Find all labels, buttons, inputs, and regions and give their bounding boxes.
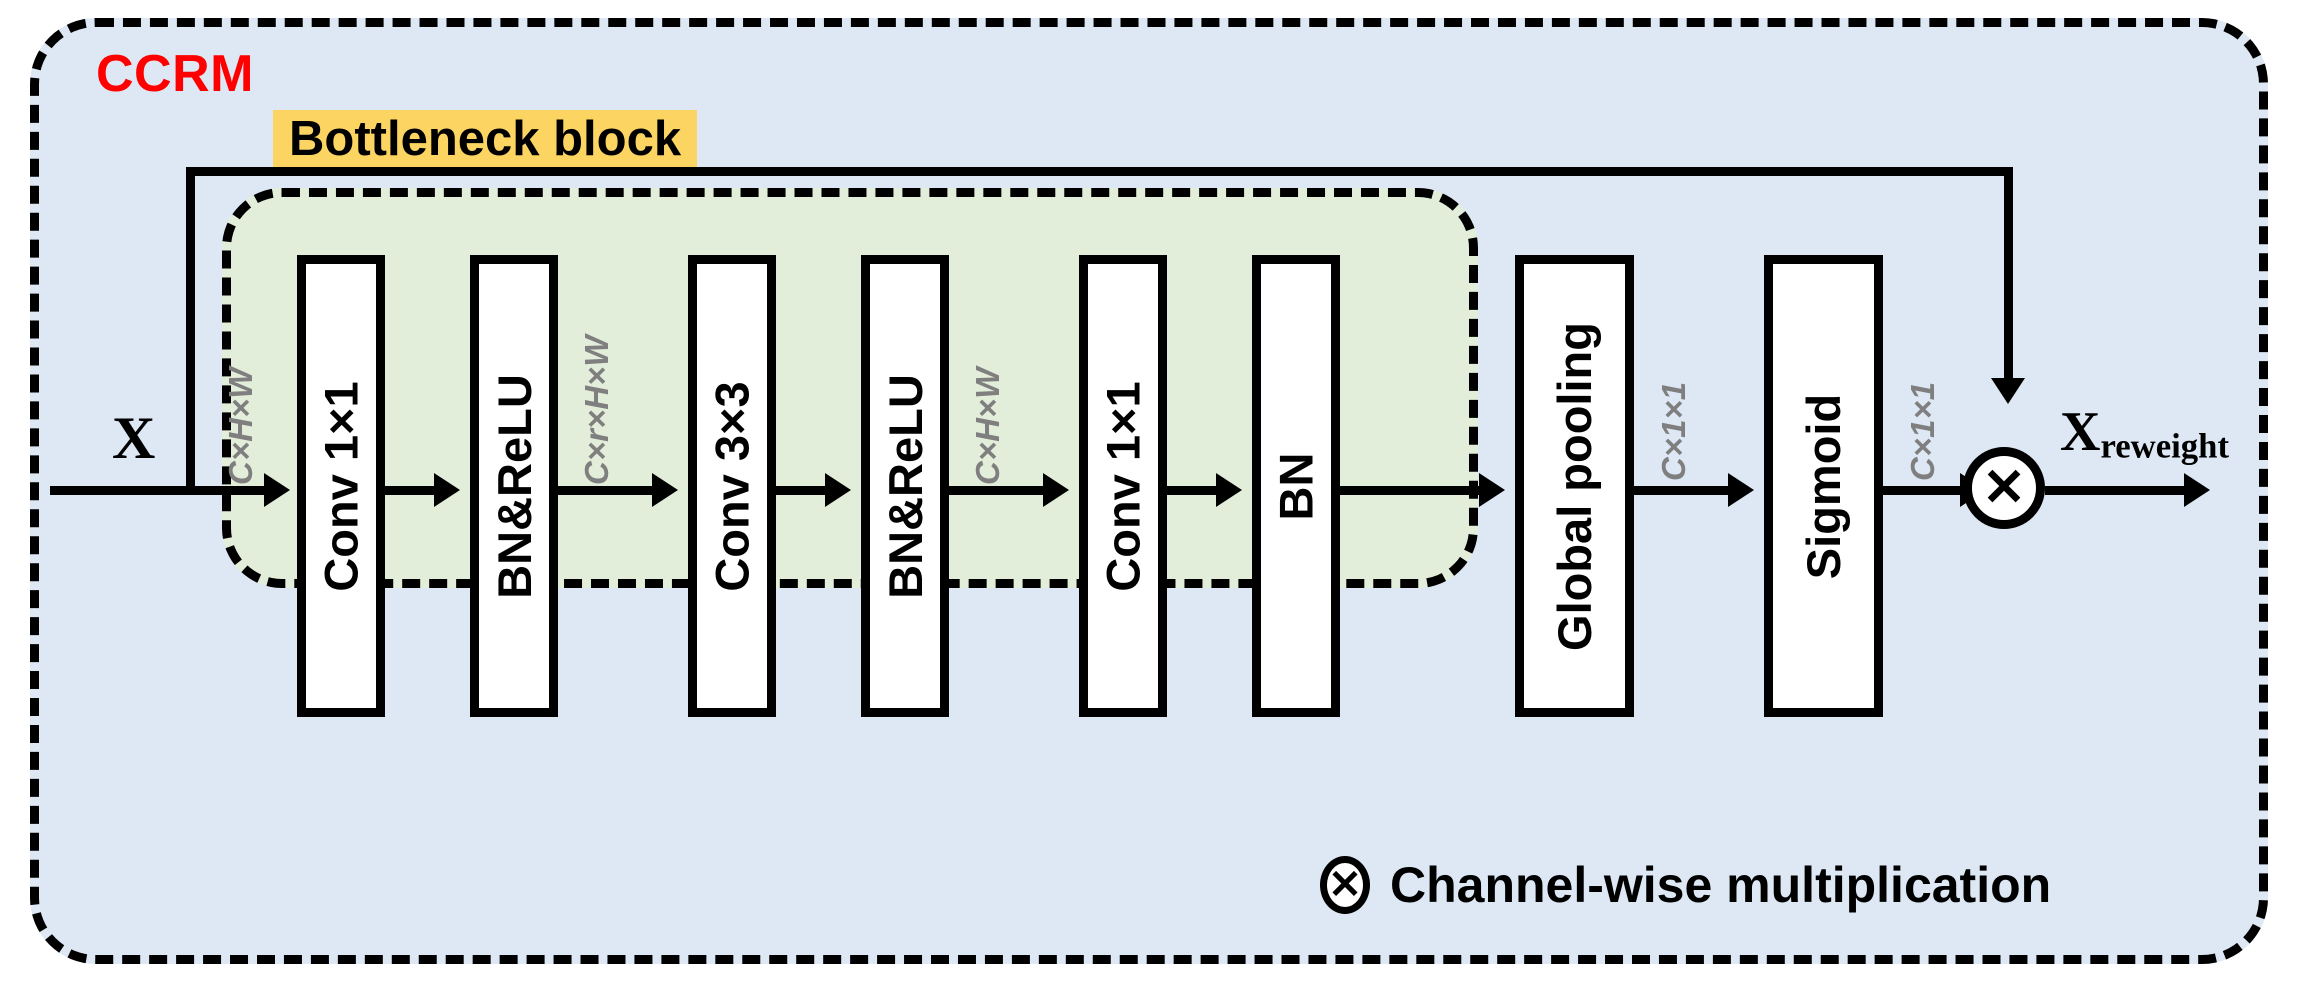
block-sigmoid: Sigmoid: [1764, 255, 1883, 717]
connector-3-arrowhead: [825, 473, 851, 507]
block-label: Global pooling: [1548, 321, 1601, 651]
connector-1: [385, 486, 440, 495]
block-label: BN&ReLU: [878, 373, 932, 599]
output-line: [2045, 486, 2190, 495]
connector-4: [949, 486, 1049, 495]
block-bn-relu-a: BN&ReLU: [470, 255, 558, 717]
connector-4-arrowhead: [1043, 473, 1069, 507]
connector-6: [1340, 486, 1485, 495]
block-label: Conv 3×3: [705, 380, 759, 592]
legend-multiply-icon: ✕: [1320, 856, 1370, 914]
input-arrowhead: [264, 473, 290, 507]
output-arrowhead: [2184, 473, 2210, 507]
connector-2: [558, 486, 658, 495]
output-label-subscript: reweight: [2100, 426, 2230, 466]
connector-1-arrowhead: [434, 473, 460, 507]
output-label: Xreweight: [2060, 404, 2229, 464]
block-bn-relu-b: BN&ReLU: [861, 255, 949, 717]
block-label: Conv 1×1: [1096, 380, 1150, 592]
block-label: Sigmoid: [1797, 393, 1851, 579]
connector-2-arrowhead: [652, 473, 678, 507]
channel-multiply-operator: ✕: [1963, 447, 2045, 529]
block-bn: BN: [1252, 255, 1340, 717]
dimension-tag-input: C×H×W: [222, 367, 259, 485]
block-conv-1x1-b: Conv 1×1: [1079, 255, 1167, 717]
ccrm-module-label: CCRM: [96, 45, 254, 103]
block-conv-1x1-a: Conv 1×1: [297, 255, 385, 717]
skip-connection-top: [186, 167, 2013, 176]
input-line: [50, 486, 272, 495]
dimension-tag-expanded: C×r×H×W: [578, 335, 615, 485]
skip-connection-riser: [186, 167, 195, 490]
connector-3: [776, 486, 831, 495]
connector-6-arrowhead: [1479, 473, 1505, 507]
multiply-icon: ✕: [1982, 459, 2026, 517]
legend-label: Channel-wise multiplication: [1390, 857, 2052, 913]
connector-7-arrowhead: [1728, 473, 1754, 507]
dimension-tag-mid: C×H×W: [969, 367, 1006, 485]
block-label: BN: [1269, 452, 1323, 520]
legend: ✕ Channel-wise multiplication: [1320, 856, 2051, 914]
connector-5: [1167, 486, 1222, 495]
connector-7: [1634, 486, 1734, 495]
skip-connection-arrowhead: [1991, 378, 2025, 404]
dimension-tag-pooled: C×1×1: [1655, 381, 1692, 481]
block-label: BN&ReLU: [487, 373, 541, 599]
input-label: X: [112, 405, 156, 471]
skip-connection-drop: [2004, 167, 2013, 385]
connector-5-arrowhead: [1216, 473, 1242, 507]
dimension-tag-weights: C×1×1: [1904, 381, 1941, 481]
connector-8: [1883, 486, 1966, 495]
block-global-pooling: Global pooling: [1515, 255, 1634, 717]
block-label: Conv 1×1: [314, 380, 368, 592]
output-label-base: X: [2060, 401, 2101, 463]
block-conv-3x3: Conv 3×3: [688, 255, 776, 717]
bottleneck-block-tag: Bottleneck block: [273, 110, 698, 174]
